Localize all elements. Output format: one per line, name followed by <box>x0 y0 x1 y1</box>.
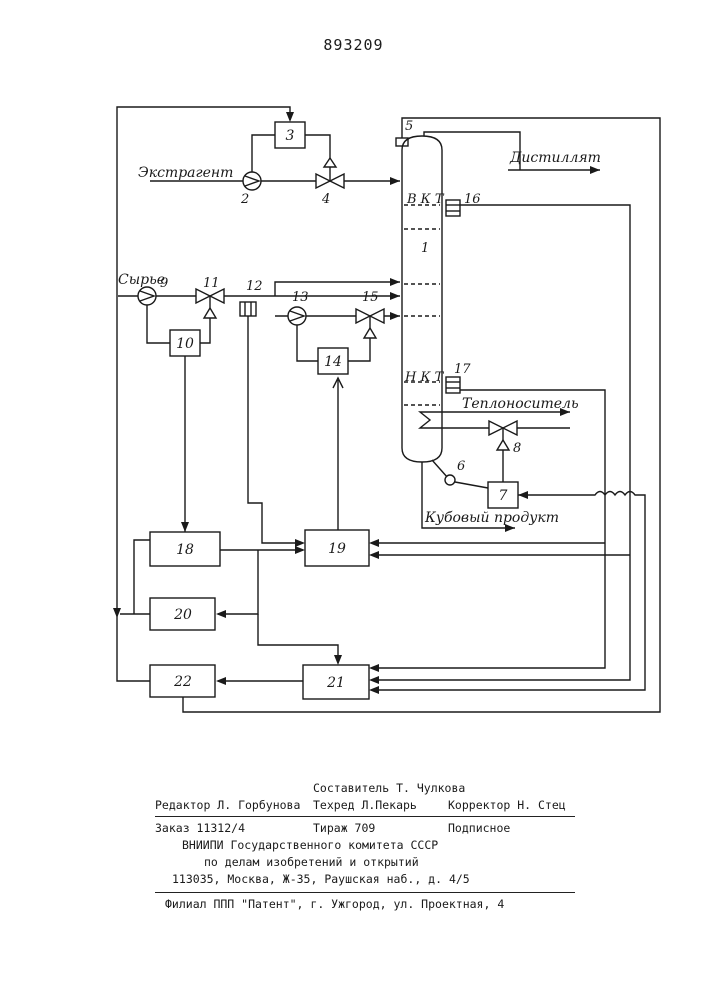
sensor-16 <box>446 200 460 216</box>
label-bottom-product: Кубовый продукт <box>424 510 559 526</box>
tech-editor: Техред Л.Пекарь <box>313 797 417 814</box>
pump-13-to-14 <box>297 325 318 361</box>
label-lower-temp: Н К Т <box>404 370 445 385</box>
column-top-pipe <box>424 132 520 170</box>
subscription: Подписное <box>448 820 510 837</box>
sensor-6 <box>432 460 448 478</box>
num-16: 16 <box>464 192 481 207</box>
arrowhead <box>295 546 305 554</box>
arrowhead <box>334 655 342 665</box>
block-10-to-valve <box>200 318 210 343</box>
sensor-12 <box>240 302 256 316</box>
arrowhead <box>113 608 121 618</box>
arrowhead <box>518 491 528 499</box>
num-5: 5 <box>405 119 413 134</box>
block-3-to-valve <box>305 135 330 158</box>
feedback-line-top <box>117 107 290 662</box>
num-13: 13 <box>292 290 309 305</box>
sensor-6-bulb <box>445 475 455 485</box>
divider <box>155 816 575 817</box>
block-18-to-21 <box>258 614 338 662</box>
label-distillate: Дистиллят <box>509 150 601 166</box>
process-diagram: Экстрагент Дистиллят Сырье Теплоноситель… <box>0 0 707 760</box>
label-heat-carrier: Теплоноситель <box>462 396 579 412</box>
num-19: 19 <box>328 541 346 557</box>
sensor-5-line <box>183 118 660 712</box>
organization: ВНИИПИ Государственного комитета СССР <box>182 837 438 854</box>
num-7: 7 <box>499 488 508 504</box>
arrowhead <box>390 292 400 300</box>
num-4: 4 <box>321 192 330 207</box>
valve-8-actuator <box>497 440 509 450</box>
valve-11-actuator <box>204 308 216 318</box>
num-11: 11 <box>203 276 220 291</box>
block-22-feedback <box>117 662 150 681</box>
num-9: 9 <box>160 276 168 291</box>
num-12: 12 <box>246 279 263 294</box>
num-8: 8 <box>513 441 521 456</box>
arrowhead <box>390 278 400 286</box>
num-20: 20 <box>173 607 192 623</box>
branch-address: Филиал ППП "Патент", г. Ужгород, ул. Про… <box>165 896 504 913</box>
compiler: Составитель Т. Чулкова <box>313 780 465 797</box>
label-feed: Сырье <box>118 272 165 288</box>
arrowhead <box>369 551 379 559</box>
num-3: 3 <box>286 128 295 144</box>
arrowhead <box>390 177 400 185</box>
num-15: 15 <box>362 290 379 305</box>
sensor-17 <box>446 377 460 393</box>
num-22: 22 <box>173 674 192 690</box>
pump-9-to-10 <box>147 305 170 343</box>
arrowhead <box>369 539 379 547</box>
editor: Редактор Л. Горбунова <box>155 797 300 814</box>
num-6: 6 <box>457 459 465 474</box>
arrowhead <box>369 664 379 672</box>
arrowhead <box>369 686 379 694</box>
arrowhead <box>590 166 600 174</box>
arrowhead <box>216 677 226 685</box>
label-extractant: Экстрагент <box>138 165 233 181</box>
num-1: 1 <box>421 241 429 256</box>
num-10: 10 <box>176 336 194 352</box>
sensor-6-line <box>455 482 488 488</box>
corrector: Корректор Н. Стец <box>448 797 566 814</box>
extractant-bypass <box>252 135 275 172</box>
divider <box>155 892 575 893</box>
num-2: 2 <box>240 192 249 207</box>
num-18: 18 <box>176 542 194 558</box>
valve-4-actuator <box>324 158 336 167</box>
arrowhead <box>369 676 379 684</box>
num-21: 21 <box>326 675 345 691</box>
organization-dept: по делам изобретений и открытий <box>204 854 419 871</box>
label-upper-temp: В К Т <box>406 192 445 207</box>
sensor-12-line <box>248 316 300 543</box>
block-18-to-20 <box>218 550 258 614</box>
address: 113035, Москва, Ж-35, Раушская наб., д. … <box>172 871 470 888</box>
circulation: Тираж 709 <box>313 820 375 837</box>
num-14: 14 <box>324 354 342 370</box>
arrowhead <box>390 312 400 320</box>
arrowhead <box>295 539 305 547</box>
arrowhead <box>286 112 294 122</box>
num-17: 17 <box>454 362 471 377</box>
arrowhead <box>216 610 226 618</box>
block-14-to-valve <box>348 338 370 361</box>
valve-15-actuator <box>364 328 376 338</box>
order-number: Заказ 11312/4 <box>155 820 245 837</box>
arrowhead <box>181 522 189 532</box>
block-18-left-feedback <box>134 540 150 614</box>
